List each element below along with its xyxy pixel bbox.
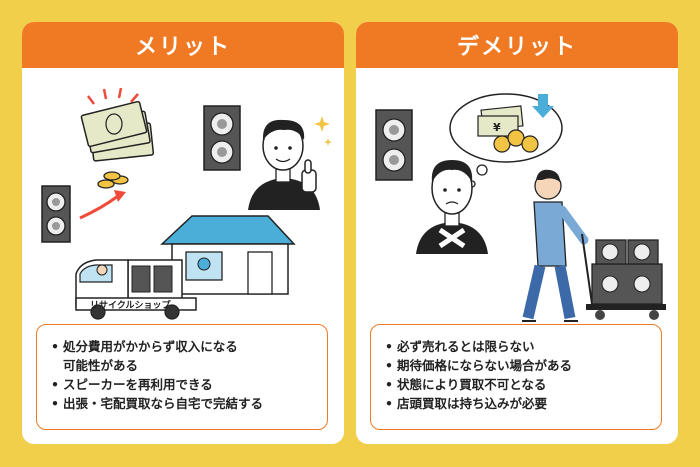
demerit-illustration: ¥ [375, 93, 666, 322]
merit-item: 処分費用がかからず収入になる 可能性がある [51, 337, 317, 375]
merit-list: 処分費用がかからず収入になる 可能性がある スピーカーを再利用できる 出張・宅配… [36, 324, 328, 430]
demerit-item: 店頭買取は持ち込みが必要 [385, 394, 651, 413]
speaker-icon [41, 185, 71, 243]
demerit-panel: デメリット ¥ [356, 22, 678, 444]
demerit-header: デメリット [356, 22, 678, 68]
down-arrow-icon [532, 94, 554, 118]
demerit-item: 必ず売れるとは限らない [385, 337, 651, 356]
merit-item: スピーカーを再利用できる [51, 375, 317, 394]
demerit-item: 期待価格にならない場合がある [385, 356, 651, 375]
thought-bubble-icon: ¥ [449, 93, 563, 188]
demerit-list: 必ず売れるとは限らない 期待価格にならない場合がある 状態により買取不可となる … [370, 324, 662, 430]
arrow-icon [79, 194, 119, 220]
truck-label: リサイクルショップ [90, 299, 172, 311]
merit-header: メリット [22, 22, 344, 68]
happy-man-icon [248, 116, 332, 210]
speaker-icon [375, 109, 413, 181]
merit-panel: メリット [22, 22, 344, 444]
merit-illustration: リサイクルショップ [41, 87, 332, 320]
recycle-shop-icon [160, 215, 296, 295]
demerit-item: 状態により買取不可となる [385, 375, 651, 394]
speaker-icon [203, 105, 241, 171]
worried-man-icon [416, 160, 488, 254]
merit-item: 出張・宅配買取なら自宅で完結する [51, 394, 317, 413]
money-icon [80, 87, 155, 189]
svg-text:¥: ¥ [493, 121, 501, 134]
truck-icon: リサイクルショップ [75, 259, 197, 320]
worker-pushing-cart-icon [522, 169, 666, 322]
